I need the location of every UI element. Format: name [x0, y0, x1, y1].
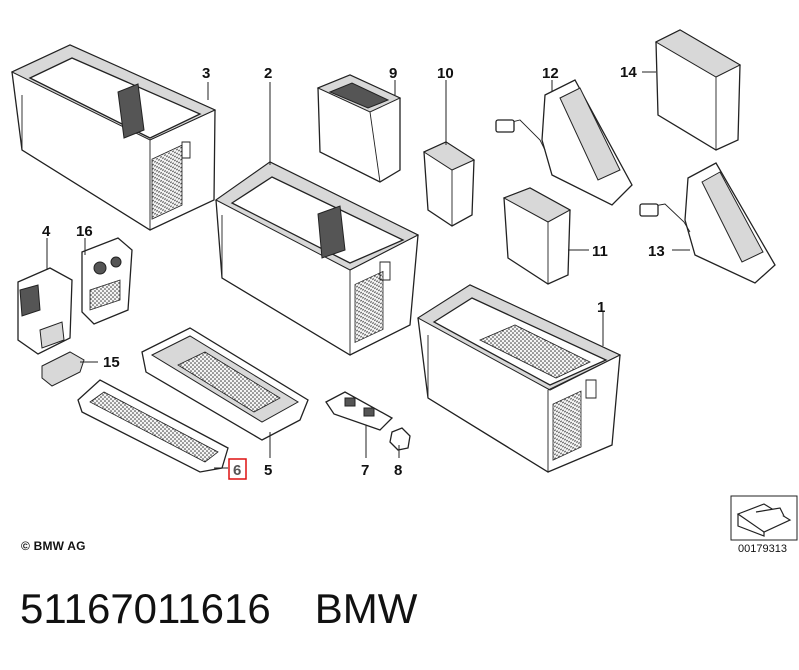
part-15-lens[interactable]: [41, 351, 85, 387]
part-4-switch-unit[interactable]: [17, 267, 73, 355]
part-8-clip[interactable]: [389, 427, 411, 451]
figure-id: 00179313: [738, 543, 787, 555]
part-number: 51167011616: [20, 585, 271, 632]
callout-4[interactable]: 4: [42, 223, 51, 240]
part-footer: 51167011616 BMW: [20, 585, 417, 633]
callout-labels: 1 2 3 4 5 6 7 8 9 10 11 12 13 14 15 16: [42, 64, 665, 480]
part-1-storage-box[interactable]: [417, 284, 622, 473]
part-10-bracket[interactable]: [422, 141, 476, 227]
part-5-tray[interactable]: [141, 327, 309, 441]
part-12-holder[interactable]: [495, 79, 633, 206]
callout-12[interactable]: 12: [542, 65, 559, 82]
callout-6[interactable]: 6: [233, 462, 241, 479]
part-11-insert[interactable]: [502, 187, 572, 285]
callout-5[interactable]: 5: [264, 462, 272, 479]
callout-2[interactable]: 2: [264, 65, 272, 82]
callout-1[interactable]: 1: [597, 299, 605, 316]
part-9-cartridge[interactable]: [316, 74, 402, 183]
callout-11[interactable]: 11: [592, 243, 608, 260]
callout-8[interactable]: 8: [394, 462, 402, 479]
callout-9[interactable]: 9: [389, 65, 397, 82]
callout-13[interactable]: 13: [648, 243, 665, 260]
callout-7[interactable]: 7: [361, 462, 369, 479]
part-3-storage-box[interactable]: [10, 44, 217, 231]
part-7-bracket-plate[interactable]: [325, 391, 394, 431]
leader-lines: [46, 71, 690, 469]
parts-diagram: 1 2 3 4 5 6 7 8 9 10 11 12 13 14 15 16: [10, 29, 798, 541]
figure-ref-icon: [730, 495, 798, 541]
copyright-notice: © BMW AG: [21, 539, 86, 553]
callout-6-highlight-box: [228, 458, 247, 480]
part-14-cover[interactable]: [654, 29, 742, 151]
part-2-storage-box[interactable]: [215, 161, 420, 356]
callout-15[interactable]: 15: [103, 354, 120, 371]
brand-name: BMW: [314, 585, 418, 632]
callout-10[interactable]: 10: [437, 65, 454, 82]
part-16-switch-panel[interactable]: [81, 237, 133, 325]
callout-14[interactable]: 14: [620, 64, 637, 81]
callout-3[interactable]: 3: [202, 65, 210, 82]
part-13-holder[interactable]: [639, 162, 776, 284]
callout-16[interactable]: 16: [76, 223, 93, 240]
